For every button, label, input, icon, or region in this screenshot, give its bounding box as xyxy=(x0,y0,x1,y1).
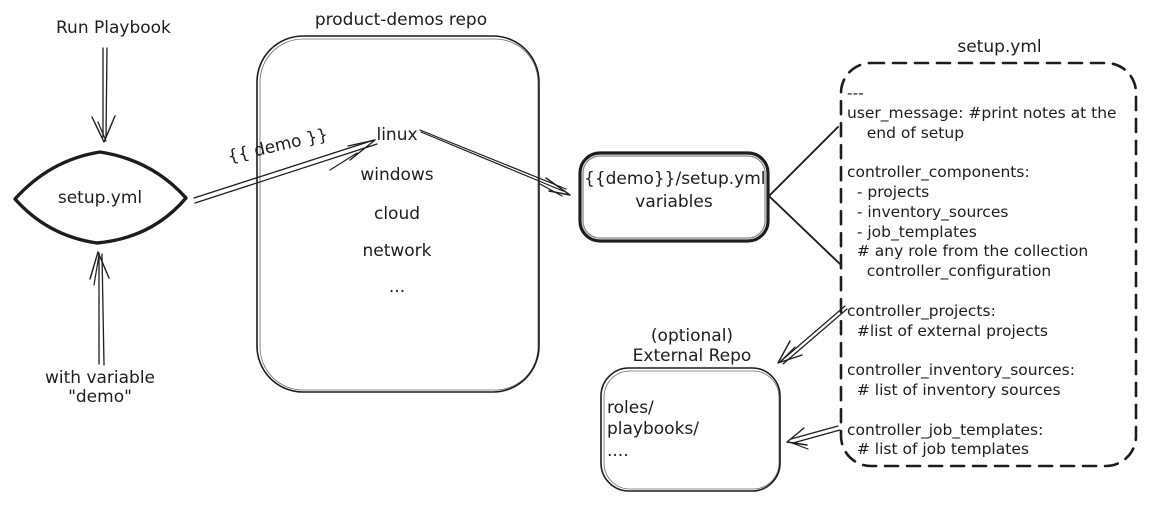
setup-yml-content: --- user_message: #print notes at the en… xyxy=(847,84,1139,460)
yaml-line xyxy=(847,282,1139,302)
yaml-line: controller_job_templates: xyxy=(847,420,1044,439)
external-repo-shape xyxy=(600,367,781,492)
setup-yml-diamond-label: setup.yml xyxy=(57,188,143,208)
product-demos-repo-title: product-demos repo xyxy=(314,10,488,30)
run-playbook-label: Run Playbook xyxy=(56,18,171,38)
connector-variables-to-setup-yml xyxy=(769,126,842,266)
yaml-line: controller_inventory_sources: xyxy=(847,361,1075,380)
yaml-line: # list of inventory sources xyxy=(847,380,1061,399)
setup-yml-file-box-shape xyxy=(839,61,1138,468)
repo-item-linux: linux xyxy=(376,125,418,145)
yaml-line: - projects xyxy=(847,182,930,201)
external-repo-title-line1: (optional) xyxy=(650,326,734,346)
repo-item-cloud: cloud xyxy=(373,204,421,224)
external-repo-entry-ellipsis: .... xyxy=(607,441,629,461)
yaml-line xyxy=(847,401,1139,421)
repo-item-network: network xyxy=(362,241,432,261)
yaml-line: # list of job templates xyxy=(847,440,1029,459)
repo-item-ellipsis: ... xyxy=(388,277,406,297)
yaml-line: - job_templates xyxy=(847,222,977,241)
arrow-projects-to-external-repo xyxy=(777,305,848,365)
yaml-line: end of setup xyxy=(847,123,965,142)
yaml-line xyxy=(847,341,1139,361)
with-variable-label-line1: with variable xyxy=(44,368,156,388)
yaml-line: user_message: #print notes at the xyxy=(847,103,1117,122)
arrow-linux-to-variables xyxy=(419,129,571,197)
variables-box-label-line2: variables xyxy=(635,192,713,212)
yaml-line: controller_projects: xyxy=(847,301,996,320)
variables-box-label-line1: {{demo}}/setup.yml xyxy=(584,169,766,189)
arrow-demo-to-linux xyxy=(193,139,378,204)
yaml-line: controller_configuration xyxy=(847,262,1052,281)
yaml-line: - inventory_sources xyxy=(847,202,1009,221)
product-demos-repo-shape xyxy=(256,35,540,393)
yaml-line: controller_components: xyxy=(847,163,1030,182)
external-repo-entry-playbooks: playbooks/ xyxy=(607,419,700,439)
arrow-with-variable-to-setup xyxy=(89,251,110,366)
yaml-line: --- xyxy=(847,84,864,102)
arrow-run-playbook-to-setup xyxy=(91,47,116,143)
setup-yml-diamond-shape xyxy=(13,150,188,245)
yaml-line: #list of external projects xyxy=(847,321,1048,340)
repo-item-windows: windows xyxy=(360,165,434,185)
external-repo-title-line2: External Repo xyxy=(632,346,752,366)
yaml-line xyxy=(847,143,1139,163)
yaml-line: # any role from the collection xyxy=(847,242,1089,261)
setup-yml-file-title: setup.yml xyxy=(957,37,1042,57)
with-variable-label-line2: "demo" xyxy=(68,387,132,407)
arrow-job-templates-to-external-repo xyxy=(786,425,841,450)
external-repo-entry-roles: roles/ xyxy=(607,398,654,418)
variables-box-shape xyxy=(578,151,770,243)
